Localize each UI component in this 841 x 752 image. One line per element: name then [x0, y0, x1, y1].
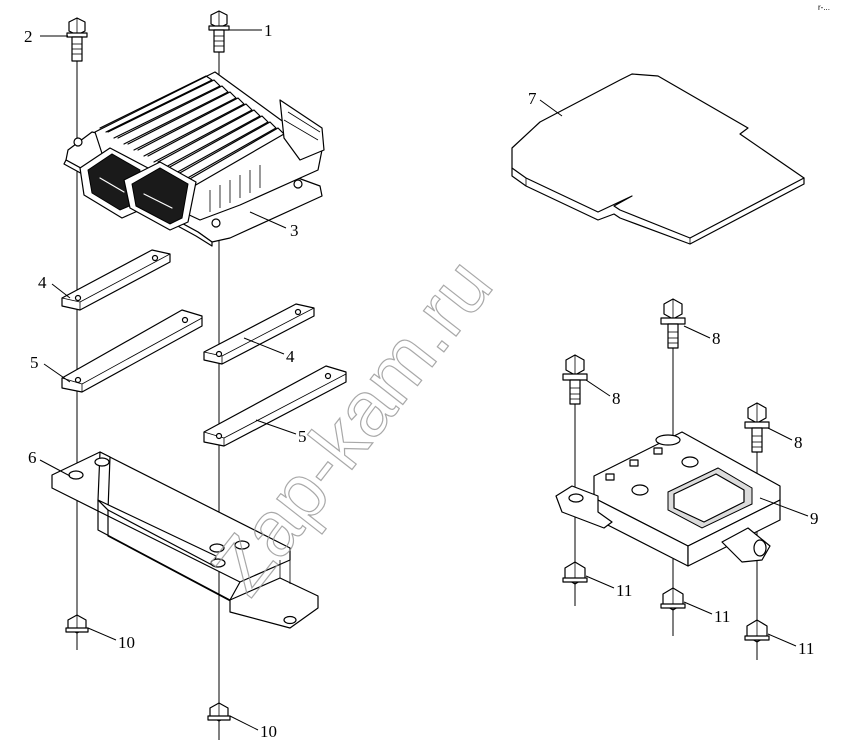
bolt-part-8-b [660, 298, 686, 349]
plate-part-4-right [203, 303, 315, 365]
callout-label-8-a: 8 [612, 389, 621, 408]
module-part-9 [555, 431, 781, 567]
bracket-part-6 [51, 451, 319, 629]
callout-label-4-right: 4 [286, 347, 295, 366]
bolt-part-8-a [562, 354, 588, 405]
nut-part-10-right [207, 702, 231, 722]
callout-label-11-c: 11 [798, 639, 814, 658]
nut-part-11-c [744, 619, 770, 643]
callout-label-11-a: 11 [616, 581, 632, 600]
nut-part-10-left [65, 614, 89, 634]
nut-part-11-b [660, 587, 686, 611]
callout-label-6: 6 [28, 448, 37, 467]
callout-label-8-c: 8 [794, 433, 803, 452]
corner-mark: r-... [818, 3, 830, 12]
nut-part-11-a [562, 561, 588, 585]
callout-label-10-left: 10 [118, 633, 135, 652]
callout-label-5-right: 5 [298, 427, 307, 446]
bolt-part-8-c [744, 402, 770, 453]
callout-label-2: 2 [24, 27, 33, 46]
cover-part-7 [511, 73, 805, 245]
plate-part-4-left [61, 249, 171, 311]
callout-label-1: 1 [264, 21, 273, 40]
callout-label-10-right: 10 [260, 722, 277, 741]
callout-label-4-left: 4 [38, 273, 47, 292]
callout-label-3: 3 [290, 221, 299, 240]
bolt-part-2 [66, 17, 88, 62]
leader-lines [39, 29, 809, 731]
ecu-part-3 [63, 71, 325, 247]
callout-label-7: 7 [528, 89, 537, 108]
bolt-part-1 [208, 10, 230, 53]
plate-part-5-left [61, 309, 203, 393]
callout-label-8-b: 8 [712, 329, 721, 348]
plate-part-5-right [203, 365, 347, 447]
callout-label-11-b: 11 [714, 607, 730, 626]
callout-label-9: 9 [810, 509, 819, 528]
callout-label-5-left: 5 [30, 353, 39, 372]
